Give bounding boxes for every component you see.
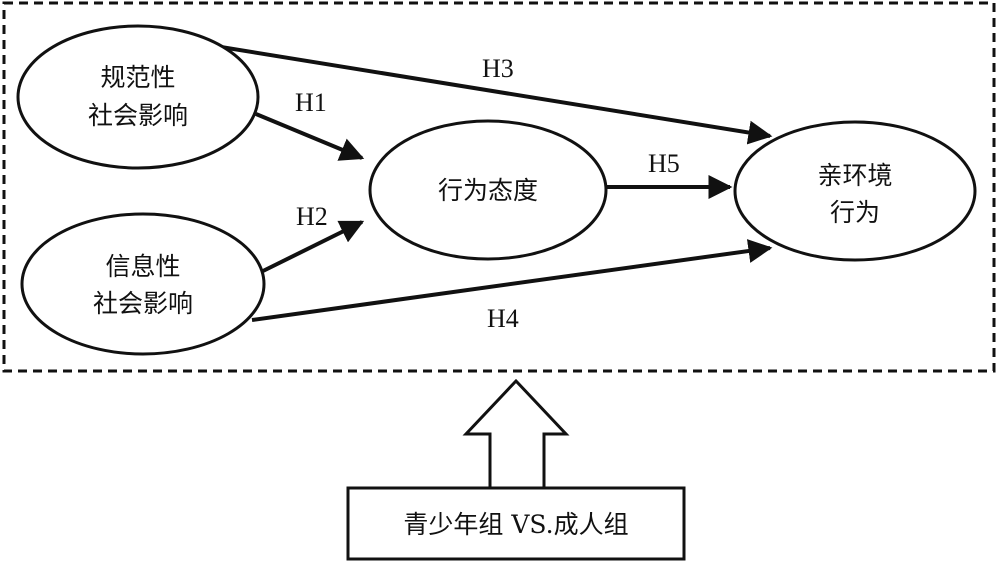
label-h3: H3: [482, 54, 514, 83]
arrow-h2: [262, 220, 365, 273]
node-normative-social-influence: 规范性 社会影响: [16, 24, 260, 170]
attitude-label: 行为态度: [438, 176, 538, 205]
moderator-label: 青少年组 VS.成人组: [403, 510, 628, 539]
label-h2: H2: [296, 202, 328, 231]
ellipse-attitude: [368, 119, 608, 261]
moderator-up-arrow: [462, 378, 570, 490]
ellipse-informational: [20, 212, 266, 356]
normative-line2: 社会影响: [88, 101, 188, 130]
behavior-line1: 亲环境: [817, 161, 892, 190]
behavior-line2: 行为: [830, 198, 880, 227]
informational-line1: 信息性: [105, 252, 180, 281]
moderator-box: 青少年组 VS.成人组: [346, 486, 686, 561]
arrow-h1: [255, 112, 365, 161]
normative-line1: 规范性: [100, 63, 175, 92]
label-h1: H1: [295, 88, 327, 117]
model-boundary: [2, 1, 996, 373]
node-informational-social-influence: 信息性 社会影响: [20, 212, 266, 356]
label-h4: H4: [487, 304, 519, 333]
node-pro-environmental-behavior: 亲环境 行为: [733, 120, 977, 262]
label-h5: H5: [648, 149, 680, 178]
informational-line2: 社会影响: [93, 289, 193, 318]
arrow-h3: [220, 45, 773, 145]
arrow-h4: [251, 239, 773, 322]
ellipse-behavior: [733, 120, 977, 262]
ellipse-normative: [16, 24, 260, 170]
moderator-frame: [346, 486, 686, 561]
node-behavioral-attitude: 行为态度: [368, 119, 608, 261]
